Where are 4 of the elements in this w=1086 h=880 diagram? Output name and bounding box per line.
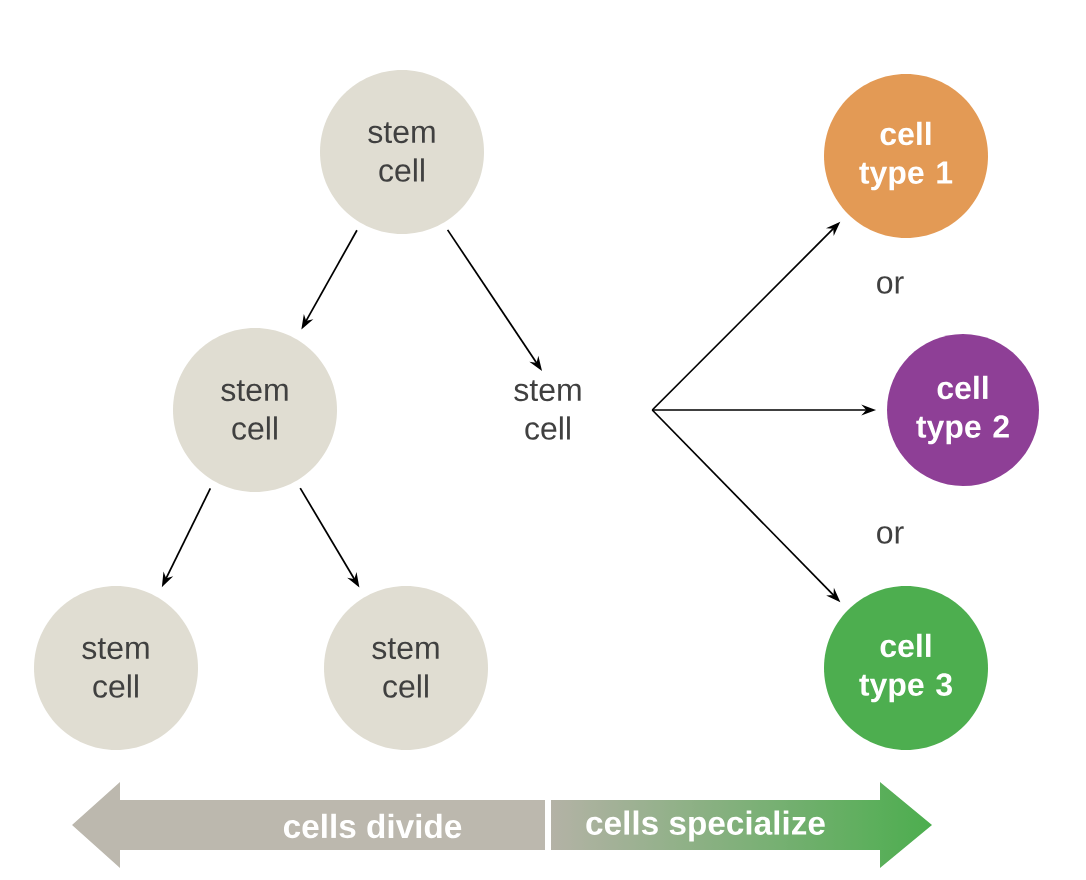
- or-label: or: [877, 526, 904, 544]
- banner-arrow: cells specialize: [586, 810, 825, 842]
- cell-label: stem cell: [514, 380, 581, 440]
- or-label: or: [877, 276, 904, 294]
